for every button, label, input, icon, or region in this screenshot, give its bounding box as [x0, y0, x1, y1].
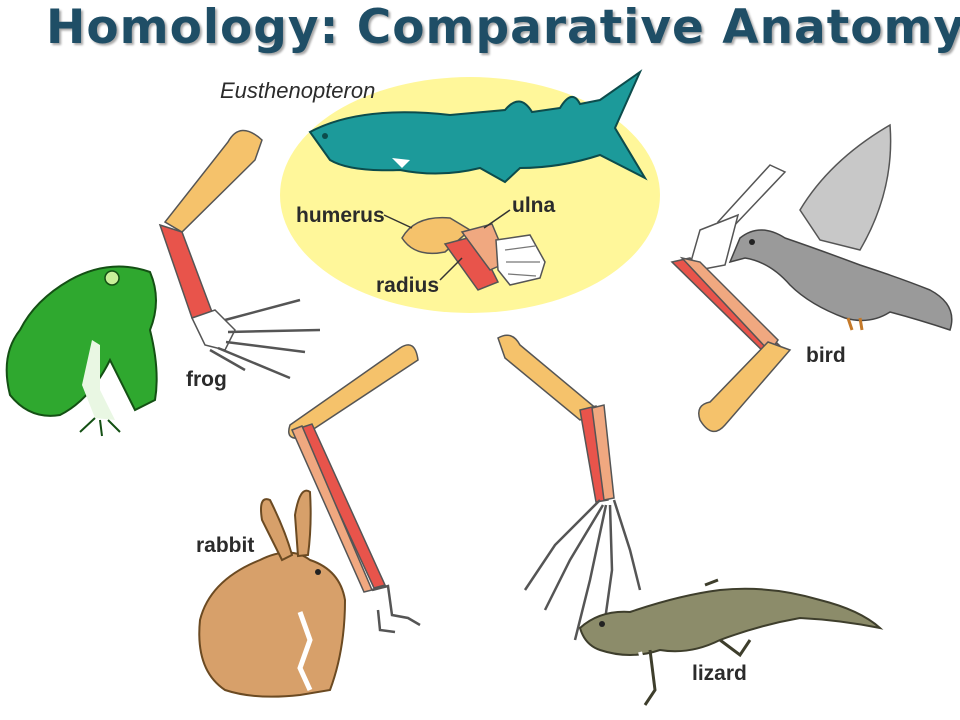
- bird-eye: [749, 239, 755, 245]
- bird-humerus-bone: [698, 341, 792, 433]
- lizard-eye: [599, 621, 605, 627]
- lizard-group: lizard: [497, 334, 884, 706]
- fish-name-label: Eusthenopteron: [220, 78, 375, 103]
- lizard-ulna-bone: [591, 404, 615, 501]
- frog-leg-highlight: [82, 340, 115, 420]
- fish-fin-rays: [495, 234, 546, 286]
- rabbit-radius-bone: [298, 423, 387, 589]
- lizard-finger-bones: [523, 499, 642, 641]
- frog-eye: [104, 270, 120, 286]
- rabbit-humerus-bone: [288, 344, 419, 439]
- lizard-legs: [643, 578, 752, 706]
- lizard-label: lizard: [692, 662, 747, 685]
- lizard-body-shape: [578, 587, 884, 656]
- rabbit-ears: [260, 489, 312, 562]
- lizard-leg-highlight: [638, 651, 650, 681]
- bird-label: bird: [806, 344, 846, 367]
- bird-body-shape: [728, 229, 953, 331]
- bird-wing-shape: [799, 123, 892, 251]
- fish-radius-bone: [443, 235, 500, 291]
- fish-eye: [322, 133, 328, 139]
- rabbit-eye: [315, 569, 321, 575]
- humerus-pointer: [383, 214, 413, 229]
- bird-feet: [846, 317, 864, 331]
- rabbit-body-shape: [198, 551, 347, 698]
- frog-humerus-bone: [163, 129, 263, 233]
- bird-ulna-bone: [679, 256, 779, 354]
- humerus-label: humerus: [296, 204, 385, 227]
- frog-label: frog: [186, 368, 227, 391]
- rabbit-label: rabbit: [196, 534, 254, 557]
- frog-toes: [79, 417, 121, 437]
- frog-group: frog: [5, 129, 321, 437]
- fish-group: Eusthenopteron humerus ulna radius: [220, 69, 660, 313]
- fish-fin-ray-lines: [504, 245, 540, 277]
- rabbit-hand-bones: [371, 584, 421, 634]
- ulna-pointer: [483, 209, 511, 229]
- rabbit-group: rabbit: [196, 344, 421, 698]
- ulna-label: ulna: [512, 194, 555, 217]
- frog-radioulna-bone: [158, 223, 213, 319]
- radius-label: radius: [376, 274, 439, 297]
- bird-wrist-bones: [686, 213, 740, 273]
- fish-body-shape: [308, 69, 648, 184]
- frog-body-shape: [5, 265, 158, 417]
- frog-hand-bones: [190, 309, 236, 351]
- fish-fin-highlight: [392, 158, 410, 168]
- bird-group: bird: [670, 123, 953, 433]
- radius-pointer: [439, 257, 463, 281]
- rabbit-leg-highlight: [297, 611, 313, 692]
- frog-finger-bones: [209, 298, 321, 380]
- slide-title: Homology: Comparative Anatomy: [46, 0, 960, 55]
- lizard-humerus-bone: [497, 334, 600, 421]
